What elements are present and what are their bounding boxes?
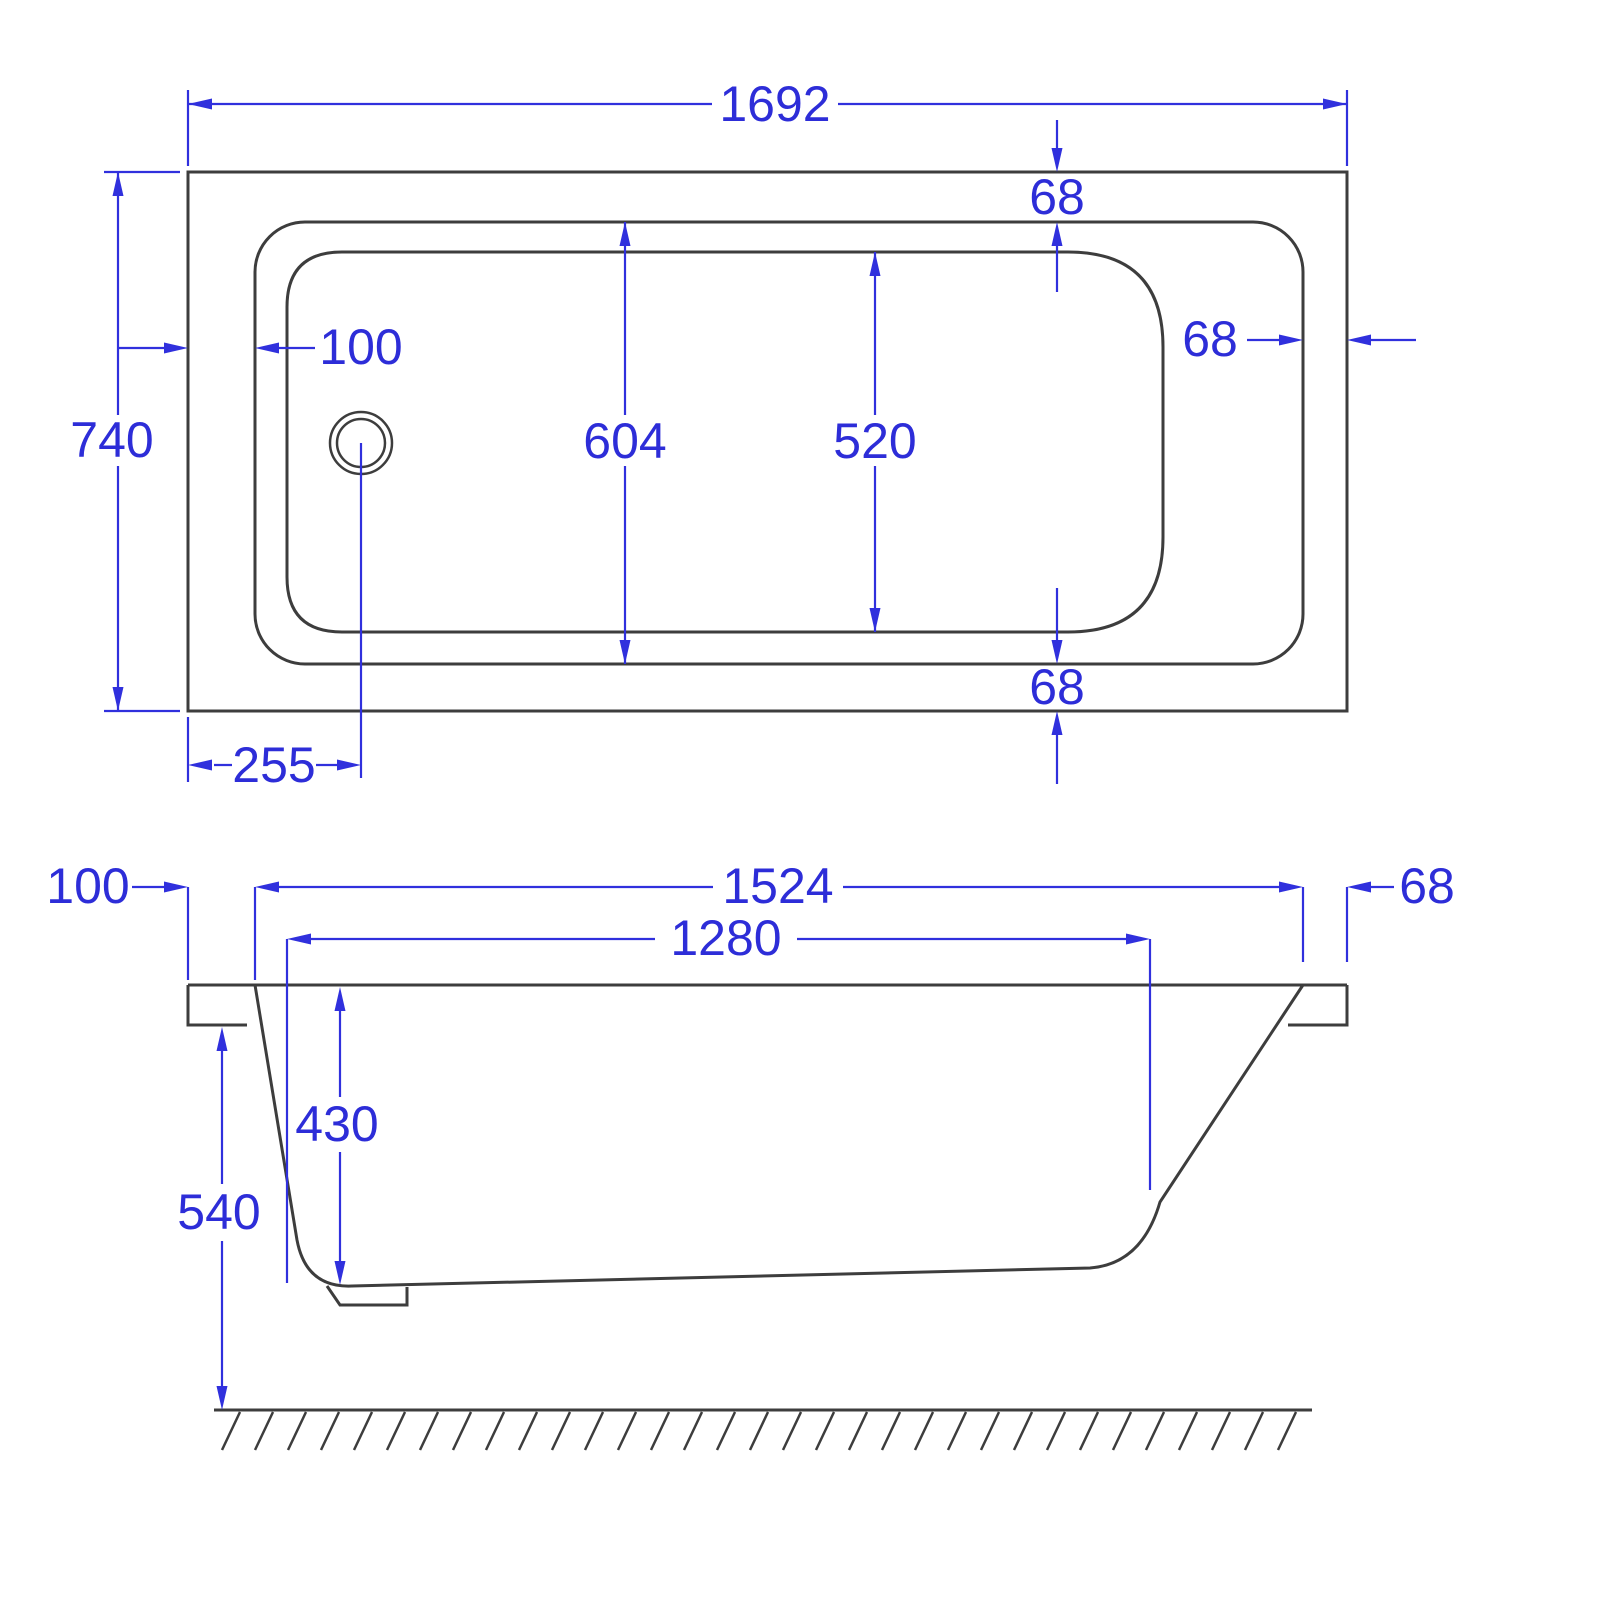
tub-interior-profile [253,984,1305,1288]
tub-rim-inner-edge [253,220,1305,666]
dim-rim-inset-left-label: 100 [319,319,402,375]
dim-rim-inner-length-label: 1524 [722,858,833,914]
dim-rim-inset-bottom: 68 [1029,588,1085,784]
dim-interior-depth-label: 430 [295,1096,378,1152]
dim-side-rim-left-label: 100 [46,858,129,914]
dim-basin-floor-length: 1280 [285,910,1152,1283]
dim-rim-inner-width-label: 604 [583,413,666,469]
dim-rim-inset-left: 100 [118,319,403,375]
tub-outer-edge [186,170,1349,713]
dim-rim-inner-length: 1524 [253,858,1305,980]
dim-side-rim-right: 68 [1345,858,1455,962]
dim-side-rim-left: 100 [46,858,190,980]
dim-rim-inset-top-label: 68 [1029,169,1085,225]
tub-plan-outline [186,170,1349,713]
tub-foot-recess [325,1285,409,1307]
tub-right-lip [1288,985,1349,1027]
dim-rim-inset-right-label: 68 [1182,311,1238,367]
dim-basin-floor-width-label: 520 [833,413,916,469]
dim-side-rim-right-label: 68 [1399,858,1455,914]
tub-section-outline [186,983,1349,1451]
dim-overall-length: 1692 [186,76,1349,166]
dim-drain-offset-label: 255 [232,737,315,793]
tub-left-lip [186,985,247,1027]
top-view: 1692 740 100 255 604 [70,76,1416,793]
floor-hatching [220,1411,1298,1451]
dim-overall-length-label: 1692 [719,76,830,132]
dim-rim-inner-width: 604 [583,222,667,664]
dim-basin-floor-width: 520 [833,252,917,632]
dim-rim-inset-right: 68 [1182,311,1416,367]
dim-drain-offset: 255 [186,443,363,793]
dim-rim-inset-top: 68 [1029,120,1085,292]
dim-interior-depth: 430 [295,987,379,1285]
dim-overall-height-label: 540 [177,1184,260,1240]
tub-basin-floor-edge [285,250,1165,634]
dim-overall-width-label: 740 [70,412,153,468]
dim-overall-height: 540 [177,1027,261,1410]
dim-overall-width: 740 [70,170,180,713]
side-view: 100 1524 68 1280 430 [46,858,1455,1451]
dim-rim-inset-bottom-label: 68 [1029,659,1085,715]
dim-basin-floor-length-label: 1280 [670,910,781,966]
